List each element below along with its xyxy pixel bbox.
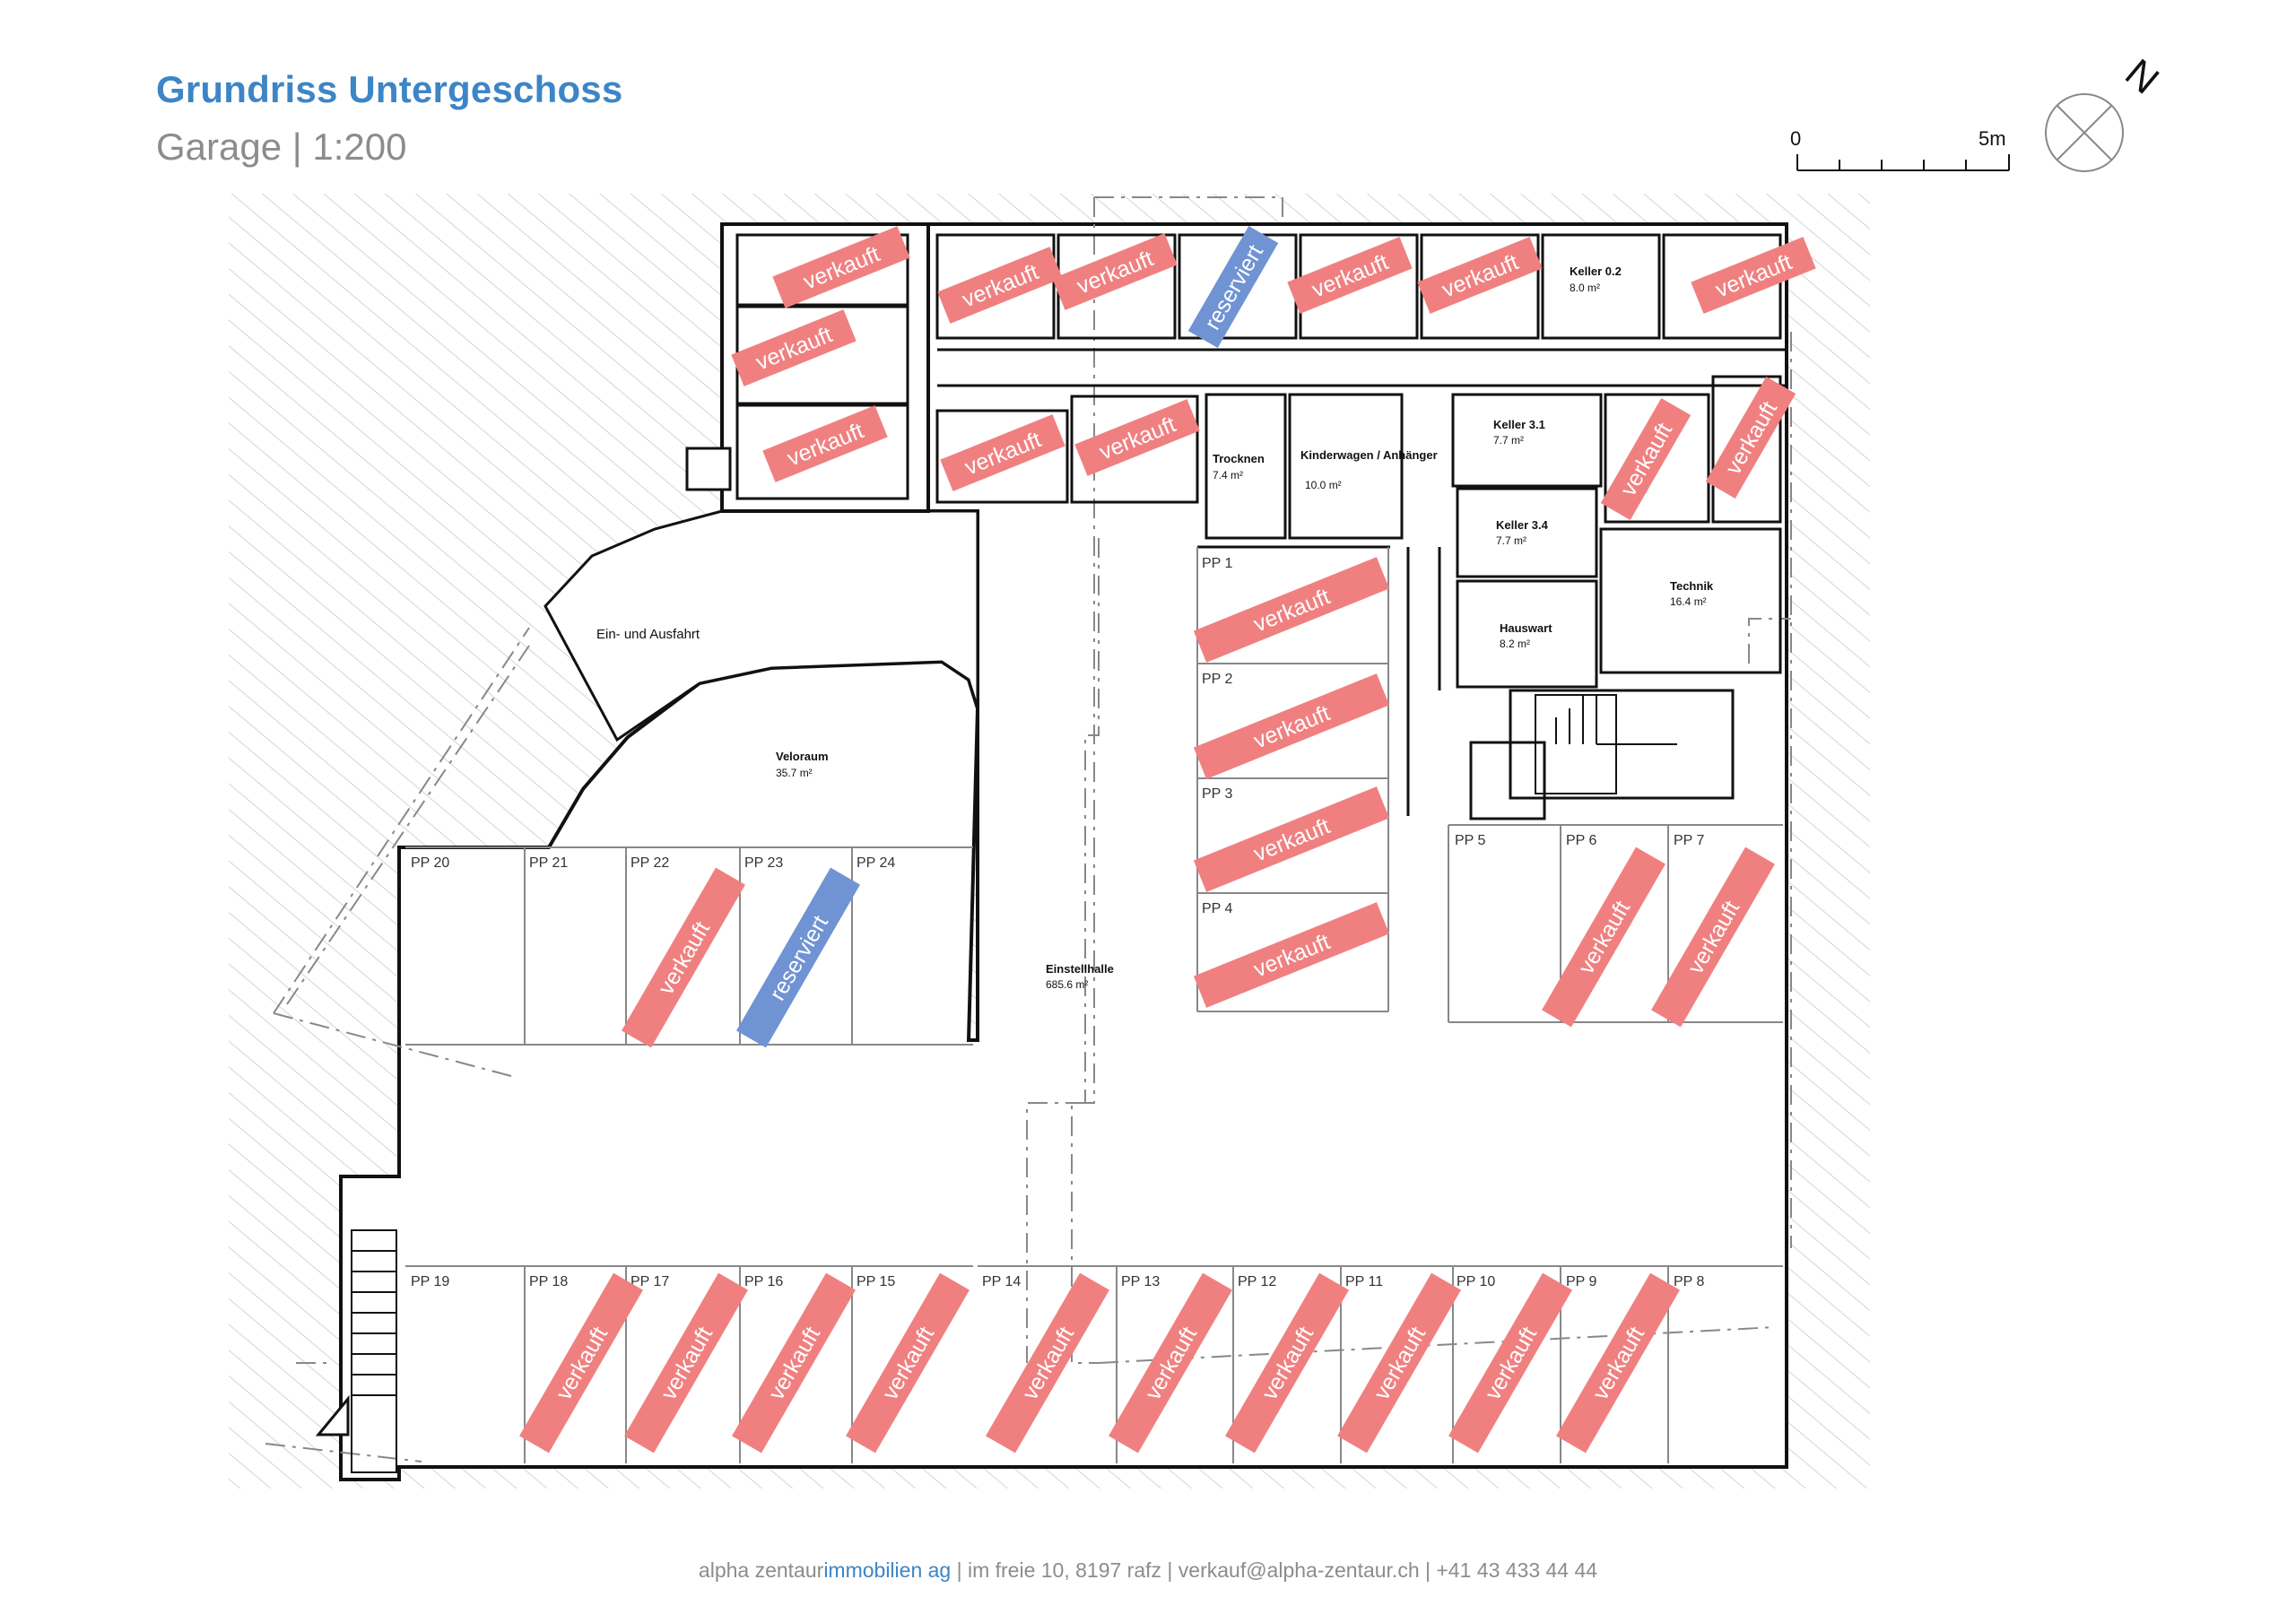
stamp-background xyxy=(937,247,1063,324)
pp-5-label: PP 5 xyxy=(1455,833,1486,848)
room-einstellhalle-area: 685.6 m² xyxy=(1046,978,1088,991)
sold-stamp: verkauft xyxy=(1600,398,1692,520)
stamp-background xyxy=(1187,226,1279,348)
stamp-background xyxy=(772,226,910,308)
room-veloraum-area: 35.7 m² xyxy=(776,767,813,779)
page-subtitle: Garage | 1:200 xyxy=(156,126,407,168)
stamp-background xyxy=(1705,377,1796,499)
pp-22-label: PP 22 xyxy=(631,855,669,871)
stamp-background xyxy=(1193,557,1390,663)
pp-20-label: PP 20 xyxy=(411,855,449,871)
east-stair xyxy=(1535,694,1677,794)
room-kinderwagen-name: Kinderwagen / Anhänger xyxy=(1300,448,1438,462)
page-title: Grundriss Untergeschoss xyxy=(156,68,623,110)
pp-18-label: PP 18 xyxy=(529,1274,568,1289)
stamp-background xyxy=(736,867,860,1048)
stamp-background xyxy=(1287,237,1413,314)
scale-end: 5m xyxy=(1979,127,2006,150)
pp-16-label: PP 16 xyxy=(744,1274,783,1289)
pp-4-label: PP 4 xyxy=(1202,901,1233,916)
stamp-background xyxy=(986,1272,1109,1454)
building-footprint xyxy=(339,222,1788,1481)
stamp-background xyxy=(1448,1272,1572,1454)
ramp-area xyxy=(544,509,979,742)
pp-24-label: PP 24 xyxy=(857,855,895,871)
outside-stair xyxy=(685,447,732,491)
room-keller-0-2-area: 8.0 m² xyxy=(1570,282,1600,294)
stamp-background xyxy=(624,1272,748,1454)
room-keller-3-4-name: Keller 3.4 xyxy=(1496,518,1549,532)
pp-23-label: PP 23 xyxy=(744,855,783,871)
stamp-background xyxy=(1600,398,1692,520)
pp-1-label: PP 1 xyxy=(1202,556,1233,571)
room-keller-3-4-area: 7.7 m² xyxy=(1496,534,1526,547)
pp-21-label: PP 21 xyxy=(529,855,568,871)
room-keller-0-2-name: Keller 0.2 xyxy=(1570,265,1622,278)
room-technik-name: Technik xyxy=(1670,579,1714,593)
room-hauswart-name: Hauswart xyxy=(1500,621,1552,635)
room-hauswart-area: 8.2 m² xyxy=(1500,638,1530,650)
footer: alpha zentaurimmobilien ag | im freie 10… xyxy=(0,1558,2296,1583)
pp-7-label: PP 7 xyxy=(1674,833,1705,848)
pp-12-label: PP 12 xyxy=(1238,1274,1276,1289)
stamp-background xyxy=(940,414,1065,491)
stamp-background xyxy=(731,309,857,386)
stamp-background xyxy=(1193,786,1390,892)
pp-13-label: PP 13 xyxy=(1121,1274,1160,1289)
pp-11-label: PP 11 xyxy=(1345,1274,1383,1289)
room-einfahrt-name: Ein- und Ausfahrt xyxy=(596,627,700,642)
stamp-background xyxy=(519,1272,643,1454)
footer-company-b: immobilien ag xyxy=(823,1558,952,1582)
room-keller-3-1-area: 7.7 m² xyxy=(1493,434,1524,447)
room-trocknen-name: Trocknen xyxy=(1213,452,1265,465)
pp-15-label: PP 15 xyxy=(857,1274,895,1289)
stamp-background xyxy=(846,1272,970,1454)
stamp-background xyxy=(622,867,745,1048)
stamp-background xyxy=(1109,1272,1232,1454)
scale-bar xyxy=(1796,154,2010,171)
room-trocknen-area: 7.4 m² xyxy=(1213,469,1243,482)
stamp-background xyxy=(1417,237,1543,314)
stamp-background xyxy=(1651,846,1775,1028)
stamp-background xyxy=(1225,1272,1349,1454)
west-stair xyxy=(315,1229,397,1473)
cellar-walls xyxy=(735,233,1785,820)
pp-9-label: PP 9 xyxy=(1566,1274,1597,1289)
pp-3-label: PP 3 xyxy=(1202,786,1233,802)
north-arrow-icon xyxy=(2045,93,2124,172)
stamp-background xyxy=(1193,673,1390,779)
room-einstellhalle-name: Einstellhalle xyxy=(1046,962,1114,976)
stamp-background xyxy=(1542,846,1665,1028)
pp-19-label: PP 19 xyxy=(411,1274,449,1289)
pp-14-label: PP 14 xyxy=(982,1274,1021,1289)
room-veloraum-name: Veloraum xyxy=(776,750,829,763)
footer-contact: | im freie 10, 8197 rafz | verkauf@alpha… xyxy=(951,1558,1598,1582)
stamp-background xyxy=(1556,1272,1680,1454)
room-keller-3-1-name: Keller 3.1 xyxy=(1493,418,1545,431)
parking-labels: PP 1 PP 2 PP 3 PP 4 PP 5 PP 6 PP 7 PP 8 … xyxy=(411,556,1705,1289)
stamp-background xyxy=(762,405,888,482)
pp-10-label: PP 10 xyxy=(1457,1274,1495,1289)
scale-start: 0 xyxy=(1790,127,1801,150)
pp-6-label: PP 6 xyxy=(1566,833,1597,848)
stamp-background xyxy=(1193,902,1390,1008)
stamp-background xyxy=(1691,237,1816,314)
stamp-background xyxy=(1074,399,1200,476)
footer-company-a: alpha zentaur xyxy=(698,1558,824,1582)
room-technik-area: 16.4 m² xyxy=(1670,595,1707,608)
stamp-background xyxy=(1337,1272,1461,1454)
pp-2-label: PP 2 xyxy=(1202,672,1233,687)
pp-8-label: PP 8 xyxy=(1674,1274,1705,1289)
north-label: N xyxy=(2117,51,2167,103)
room-kinderwagen-area: 10.0 m² xyxy=(1305,479,1342,491)
pp-17-label: PP 17 xyxy=(631,1274,669,1289)
upper-floor-outline xyxy=(265,196,1792,1462)
stamp-background xyxy=(1052,233,1178,310)
stamp-background xyxy=(732,1272,856,1454)
